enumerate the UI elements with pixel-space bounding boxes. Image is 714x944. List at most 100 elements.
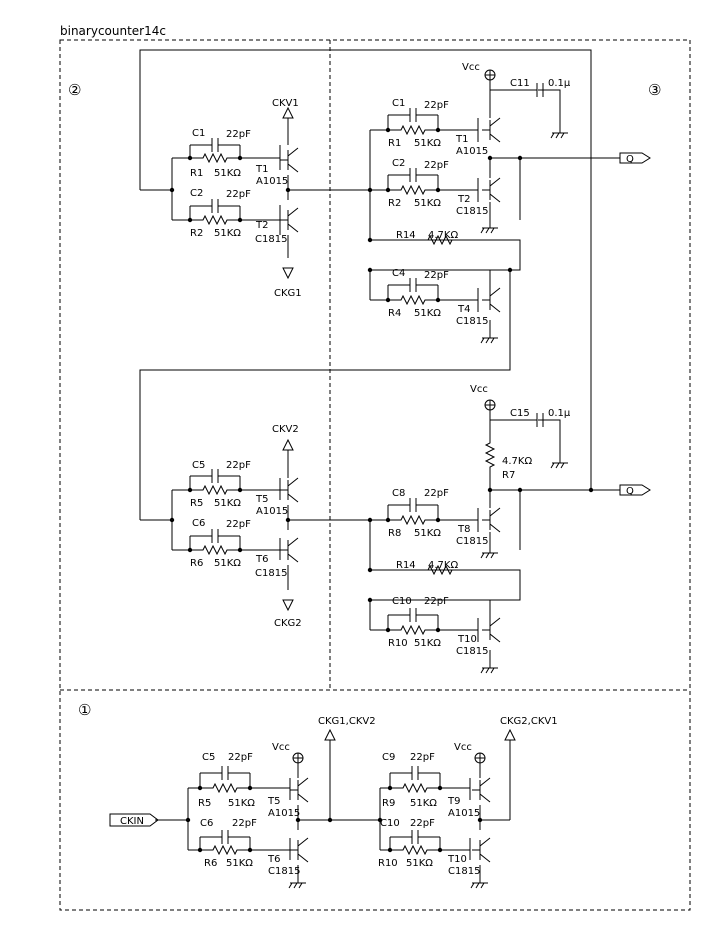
label-L57: 22pF — [424, 488, 449, 499]
label-L53: T6 — [255, 554, 268, 565]
label-L84: C1815 — [268, 866, 300, 877]
terminal-down-288-610 — [282, 599, 294, 612]
label-L37: Vcc — [470, 384, 488, 395]
components — [190, 69, 568, 889]
wire-46 — [250, 787, 290, 851]
resistor-380-240 — [380, 234, 500, 246]
junction-dot-30 — [367, 567, 373, 573]
ground-298-880 — [288, 880, 306, 889]
label-L8: T1 — [255, 164, 268, 175]
label-L15: C1815 — [255, 234, 287, 245]
section-1-marker: ① — [78, 701, 91, 719]
label-L28: C1815 — [456, 206, 488, 217]
capacitor-388-115 — [388, 108, 438, 122]
port-q-upper-outline — [619, 152, 651, 164]
junction-dots — [169, 127, 594, 853]
port-q-lower-label: Q — [626, 486, 634, 497]
diagram-title: binarycounter14c — [60, 24, 166, 38]
junction-dot-39 — [295, 817, 301, 823]
section-border-0 — [59, 39, 691, 911]
label-L79: C6 — [200, 818, 213, 829]
junction-dot-0 — [169, 187, 175, 193]
label-L16: CKG1 — [274, 288, 302, 299]
label-L64: C10 — [392, 596, 412, 607]
label-L93: 22pF — [410, 818, 435, 829]
label-L56: C8 — [392, 488, 405, 499]
transistor-288-490 — [280, 477, 299, 503]
wire-42 — [155, 788, 189, 850]
label-L96: T10 — [447, 854, 467, 865]
label-L31: C4 — [392, 268, 405, 279]
label-L88: R9 — [382, 798, 395, 809]
label-L86: 22pF — [410, 752, 435, 763]
label-L32: 22pF — [424, 270, 449, 281]
label-L43: C5 — [192, 460, 205, 471]
label-L42: CKV2 — [272, 424, 299, 435]
ground-490-550 — [480, 550, 498, 559]
label-L66: R10 — [388, 638, 408, 649]
junction-dot-6 — [367, 187, 373, 193]
label-L17: C1 — [392, 98, 405, 109]
label-L58: R8 — [388, 528, 401, 539]
junction-dot-18 — [169, 517, 175, 523]
junction-dot-41 — [377, 817, 383, 823]
label-L35: T4 — [457, 304, 470, 315]
resistor-388-190 — [388, 184, 438, 196]
junction-dot-34 — [185, 817, 191, 823]
label-L29: R14 — [396, 230, 416, 241]
section-2-marker: ② — [68, 81, 81, 99]
wire-0 — [139, 49, 592, 490]
label-L60: T8 — [457, 524, 470, 535]
wire-20 — [438, 288, 479, 312]
resistor-190-158 — [190, 152, 240, 164]
junction-dot-13 — [367, 237, 373, 243]
wire-39 — [370, 615, 439, 631]
junction-dot-40 — [327, 817, 333, 823]
label-L91: A1015 — [448, 808, 480, 819]
wiring — [59, 39, 691, 911]
capacitor-390-837 — [390, 830, 440, 844]
port-ckin-outline — [109, 813, 159, 827]
resistor-388-630 — [388, 624, 438, 636]
label-L25: R2 — [388, 198, 401, 209]
junction-dot-11 — [487, 155, 493, 161]
ground-490-665 — [480, 665, 498, 674]
port-q-lower-outline — [619, 484, 651, 496]
capacitor-200-837 — [200, 830, 250, 844]
label-L5: 22pF — [226, 129, 251, 140]
wire-17 — [489, 157, 620, 178]
label-L75: R5 — [198, 798, 211, 809]
label-L11: 22pF — [226, 189, 251, 200]
label-L85: C9 — [382, 752, 395, 763]
label-L9: A1015 — [256, 176, 288, 187]
vcc-cross-480-758 — [475, 753, 485, 763]
terminal-up-288-108 — [282, 106, 294, 119]
label-L26: 51KΩ — [414, 198, 441, 209]
label-L52: 51KΩ — [214, 558, 241, 569]
label-L33: R4 — [388, 308, 401, 319]
wire-33 — [370, 505, 439, 521]
capacitor-388-615 — [388, 608, 438, 622]
terminal-down-288-278 — [282, 267, 294, 280]
port-ckin-label: CKIN — [120, 816, 144, 827]
label-L69: C1815 — [456, 646, 488, 657]
label-L1: C11 — [510, 78, 530, 89]
transistor-288-550 — [280, 537, 299, 563]
capacitor-190-145 — [190, 138, 240, 152]
label-L67: 51KΩ — [414, 638, 441, 649]
label-L55: CKG2 — [274, 618, 302, 629]
capacitor-190-536 — [190, 529, 240, 543]
label-L20: 51KΩ — [414, 138, 441, 149]
wire-40 — [438, 618, 479, 642]
label-L13: 51KΩ — [214, 228, 241, 239]
wire-37 — [490, 489, 620, 550]
junction-dot-46 — [477, 817, 483, 823]
label-L73: 22pF — [228, 752, 253, 763]
label-L78: A1015 — [268, 808, 300, 819]
junction-dot-24 — [367, 517, 373, 523]
label-L94: R10 — [378, 858, 398, 869]
terminal-up-330-730 — [324, 728, 336, 741]
